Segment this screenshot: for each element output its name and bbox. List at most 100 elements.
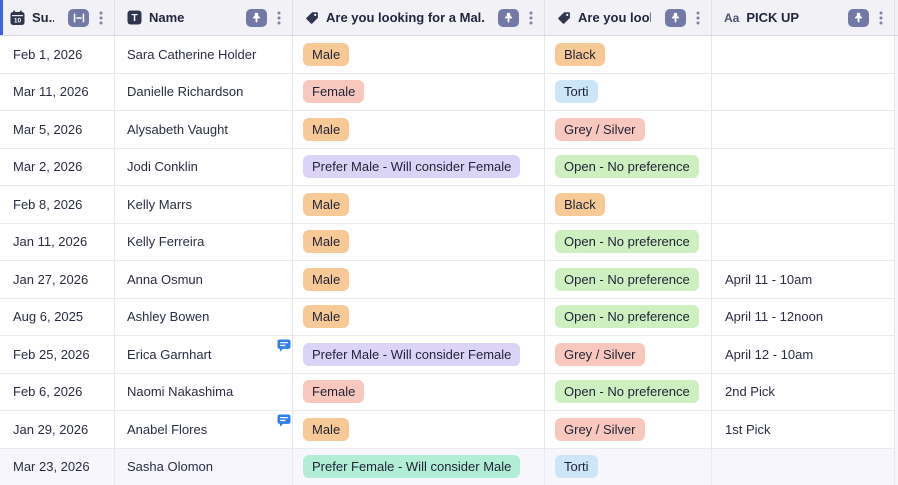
color-preference-cell[interactable]: Grey / Silver bbox=[545, 411, 712, 448]
pickup-cell[interactable] bbox=[712, 223, 895, 260]
color-preference-cell[interactable]: Open - No preference bbox=[545, 298, 712, 335]
pin-column-button[interactable] bbox=[848, 8, 869, 27]
table-row: Feb 6, 2026 Naomi Nakashima Female Open … bbox=[0, 373, 895, 411]
gender-preference-cell[interactable]: Male bbox=[293, 223, 545, 260]
gender-preference-cell[interactable]: Female bbox=[293, 73, 545, 110]
gender-preference-cell[interactable]: Male bbox=[293, 298, 545, 335]
name-cell[interactable]: Sara Catherine Holder bbox=[115, 36, 293, 73]
pickup-value: April 11 - 12noon bbox=[725, 309, 824, 325]
name-cell[interactable]: Kelly Ferreira bbox=[115, 223, 293, 260]
pickup-cell[interactable] bbox=[712, 73, 895, 110]
date-cell[interactable]: Jan 27, 2026 bbox=[0, 261, 115, 298]
table-row: Mar 5, 2026 Alysabeth Vaught Male Grey /… bbox=[0, 111, 895, 149]
color-preference-cell[interactable]: Open - No preference bbox=[545, 261, 712, 298]
resize-column-button[interactable] bbox=[68, 8, 89, 27]
date-cell[interactable]: Feb 8, 2026 bbox=[0, 186, 115, 223]
name-cell[interactable]: Erica Garnhart bbox=[115, 336, 293, 373]
pickup-cell[interactable]: April 11 - 12noon bbox=[712, 298, 895, 335]
gender-preference-cell[interactable]: Prefer Male - Will consider Female bbox=[293, 336, 545, 373]
gender-preference-tag: Prefer Male - Will consider Female bbox=[303, 342, 521, 366]
color-preference-cell[interactable]: Black bbox=[545, 186, 712, 223]
pickup-cell[interactable] bbox=[712, 186, 895, 223]
gender-preference-cell[interactable]: Male bbox=[293, 261, 545, 298]
column-header-color-preference[interactable]: Are you look... bbox=[545, 0, 712, 35]
column-label: Are you look... bbox=[578, 10, 651, 25]
name-cell[interactable]: Anabel Flores bbox=[115, 411, 293, 448]
column-label: Are you looking for a Mal... bbox=[326, 10, 484, 25]
date-cell[interactable]: Jan 11, 2026 bbox=[0, 223, 115, 260]
color-preference-cell[interactable]: Grey / Silver bbox=[545, 111, 712, 148]
date-value: Jan 11, 2026 bbox=[13, 234, 88, 250]
name-cell[interactable]: Ashley Bowen bbox=[115, 298, 293, 335]
pickup-cell[interactable] bbox=[712, 36, 895, 73]
color-preference-cell[interactable]: Open - No preference bbox=[545, 223, 712, 260]
date-cell[interactable]: Jan 29, 2026 bbox=[0, 411, 115, 448]
column-menu-button[interactable] bbox=[693, 10, 703, 26]
date-cell[interactable]: Mar 23, 2026 bbox=[0, 448, 115, 485]
column-menu-button[interactable] bbox=[876, 10, 886, 26]
color-preference-cell[interactable]: Open - No preference bbox=[545, 148, 712, 185]
gender-preference-cell[interactable]: Prefer Female - Will consider Male bbox=[293, 448, 545, 485]
pin-column-button[interactable] bbox=[665, 8, 686, 27]
gender-preference-cell[interactable]: Male bbox=[293, 111, 545, 148]
gender-preference-tag: Male bbox=[303, 230, 350, 254]
color-preference-cell[interactable]: Black bbox=[545, 36, 712, 73]
table-row: Mar 23, 2026 Sasha Olomon Prefer Female … bbox=[0, 448, 895, 485]
gender-preference-cell[interactable]: Female bbox=[293, 373, 545, 410]
table-row: Mar 2, 2026 Jodi Conklin Prefer Male - W… bbox=[0, 148, 895, 186]
color-preference-cell[interactable]: Open - No preference bbox=[545, 373, 712, 410]
pickup-cell[interactable] bbox=[712, 111, 895, 148]
table-row: Mar 11, 2026 Danielle Richardson Female … bbox=[0, 73, 895, 111]
date-cell[interactable]: Feb 6, 2026 bbox=[0, 373, 115, 410]
column-header-date[interactable]: 10 Su... bbox=[0, 0, 115, 35]
color-preference-tag: Open - No preference bbox=[555, 380, 699, 404]
pickup-cell[interactable]: 2nd Pick bbox=[712, 373, 895, 410]
color-preference-tag: Open - No preference bbox=[555, 305, 699, 329]
color-preference-cell[interactable]: Torti bbox=[545, 73, 712, 110]
column-menu-button[interactable] bbox=[96, 10, 106, 26]
name-value: Jodi Conklin bbox=[127, 159, 198, 175]
date-cell[interactable]: Mar 11, 2026 bbox=[0, 73, 115, 110]
date-cell[interactable]: Aug 6, 2025 bbox=[0, 298, 115, 335]
date-cell[interactable]: Mar 5, 2026 bbox=[0, 111, 115, 148]
comment-indicator-icon[interactable] bbox=[277, 414, 291, 427]
column-header-pick-up[interactable]: Aa PICK UP bbox=[712, 0, 895, 35]
date-cell[interactable]: Mar 2, 2026 bbox=[0, 148, 115, 185]
column-header-row: 10 Su... T bbox=[0, 0, 898, 36]
table-row: Jan 29, 2026 Anabel Flores Male Grey / S… bbox=[0, 411, 895, 449]
column-menu-button[interactable] bbox=[274, 10, 284, 26]
date-value: Mar 11, 2026 bbox=[13, 84, 89, 100]
column-label: Su... bbox=[32, 10, 54, 25]
pickup-cell[interactable] bbox=[712, 148, 895, 185]
name-cell[interactable]: Anna Osmun bbox=[115, 261, 293, 298]
date-cell[interactable]: Feb 25, 2026 bbox=[0, 336, 115, 373]
column-label: PICK UP bbox=[746, 10, 800, 25]
name-cell[interactable]: Danielle Richardson bbox=[115, 73, 293, 110]
column-header-gender-preference[interactable]: Are you looking for a Mal... bbox=[293, 0, 545, 35]
name-cell[interactable]: Naomi Nakashima bbox=[115, 373, 293, 410]
gender-preference-cell[interactable]: Male bbox=[293, 186, 545, 223]
pickup-cell[interactable]: 1st Pick bbox=[712, 411, 895, 448]
gender-preference-cell[interactable]: Male bbox=[293, 411, 545, 448]
gender-preference-cell[interactable]: Prefer Male - Will consider Female bbox=[293, 148, 545, 185]
date-cell[interactable]: Feb 1, 2026 bbox=[0, 36, 115, 73]
pickup-cell[interactable]: April 11 - 10am bbox=[712, 261, 895, 298]
name-cell[interactable]: Jodi Conklin bbox=[115, 148, 293, 185]
pin-column-button[interactable] bbox=[246, 8, 267, 27]
column-header-name[interactable]: T Name bbox=[115, 0, 293, 35]
gender-preference-cell[interactable]: Male bbox=[293, 36, 545, 73]
name-value: Erica Garnhart bbox=[127, 346, 212, 362]
color-preference-cell[interactable]: Grey / Silver bbox=[545, 336, 712, 373]
date-value: Feb 25, 2026 bbox=[13, 346, 90, 362]
color-preference-cell[interactable]: Torti bbox=[545, 448, 712, 485]
name-cell[interactable]: Kelly Marrs bbox=[115, 186, 293, 223]
name-cell[interactable]: Alysabeth Vaught bbox=[115, 111, 293, 148]
color-preference-tag: Grey / Silver bbox=[555, 117, 645, 141]
pin-column-button[interactable] bbox=[498, 8, 519, 27]
comment-indicator-icon[interactable] bbox=[277, 339, 291, 352]
pickup-cell[interactable] bbox=[712, 448, 895, 485]
column-menu-button[interactable] bbox=[526, 10, 536, 26]
pickup-cell[interactable]: April 12 - 10am bbox=[712, 336, 895, 373]
name-cell[interactable]: Sasha Olomon bbox=[115, 448, 293, 485]
column-label: Name bbox=[149, 10, 185, 25]
